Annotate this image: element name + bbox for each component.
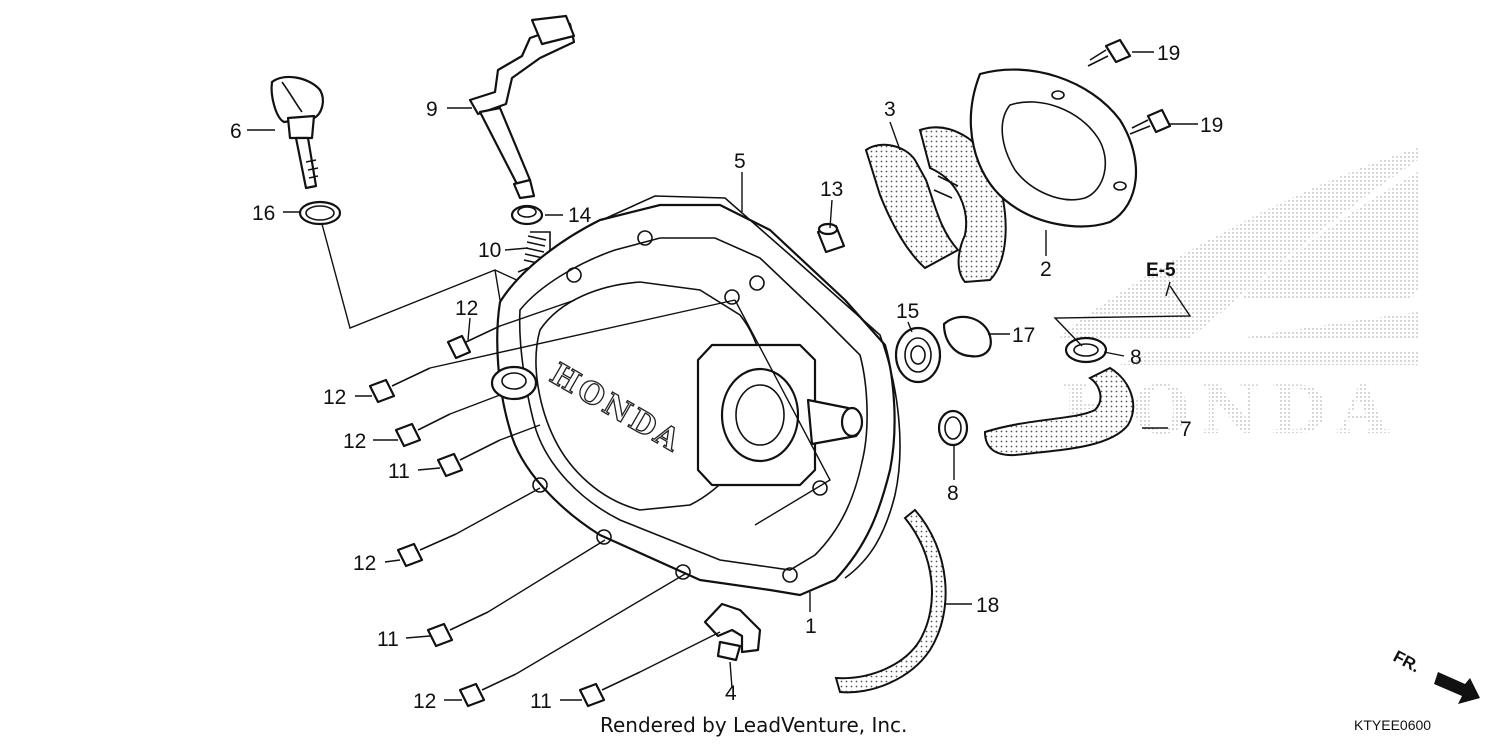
callout-19a: 19 <box>1157 42 1180 65</box>
reference-label: E-5 <box>1146 260 1176 281</box>
callout-12d: 12 <box>353 552 376 575</box>
clamp-bracket-part <box>703 602 762 662</box>
dowel-pin-part <box>816 222 846 254</box>
credit-text: Rendered by LeadVenture, Inc. <box>600 713 907 737</box>
callout-15: 15 <box>896 300 919 323</box>
callout-8b: 8 <box>947 482 959 505</box>
water-hose-part <box>983 366 1135 457</box>
callout-17: 17 <box>1012 324 1035 347</box>
callout-1: 1 <box>805 615 817 638</box>
separator-plate-part <box>969 68 1138 228</box>
callout-18: 18 <box>976 594 999 617</box>
callout-6: 6 <box>230 120 242 143</box>
bearing-part <box>894 326 942 384</box>
callout-5: 5 <box>734 150 746 173</box>
gasket-part <box>601 195 901 579</box>
callout-19b: 19 <box>1200 114 1223 137</box>
callout-16: 16 <box>252 202 275 225</box>
hose-clamp-part <box>937 336 1108 447</box>
callout-12e: 12 <box>413 690 436 713</box>
callout-11c: 11 <box>530 690 552 713</box>
callout-14: 14 <box>568 204 592 227</box>
callout-8a: 8 <box>1130 346 1142 369</box>
breather-tube-part <box>834 508 947 694</box>
callout-3: 3 <box>884 98 896 121</box>
callout-12a: 12 <box>455 297 478 320</box>
circlip-part <box>942 315 992 358</box>
callout-9: 9 <box>426 98 438 121</box>
direction-label: FR. <box>1390 647 1423 677</box>
callout-4: 4 <box>725 682 737 705</box>
callout-11a: 11 <box>388 460 410 483</box>
seal-part <box>510 204 544 226</box>
callout-10: 10 <box>478 239 501 262</box>
clutch-cover-part: HONDA <box>490 203 896 597</box>
diagram-code: KTYEE0600 <box>1354 717 1431 733</box>
callout-11b: 11 <box>377 628 399 651</box>
callout-12b: 12 <box>323 386 346 409</box>
front-direction-arrow: FR. <box>1390 647 1480 704</box>
bolt-19-part <box>1087 38 1172 135</box>
callout-7: 7 <box>1180 418 1192 441</box>
oil-filler-cap-part <box>270 75 324 190</box>
callout-13: 13 <box>820 178 843 201</box>
callout-12c: 12 <box>343 430 366 453</box>
shaft-arm-part <box>468 14 576 200</box>
callout-2: 2 <box>1040 258 1052 281</box>
cover-bolts <box>368 325 641 708</box>
